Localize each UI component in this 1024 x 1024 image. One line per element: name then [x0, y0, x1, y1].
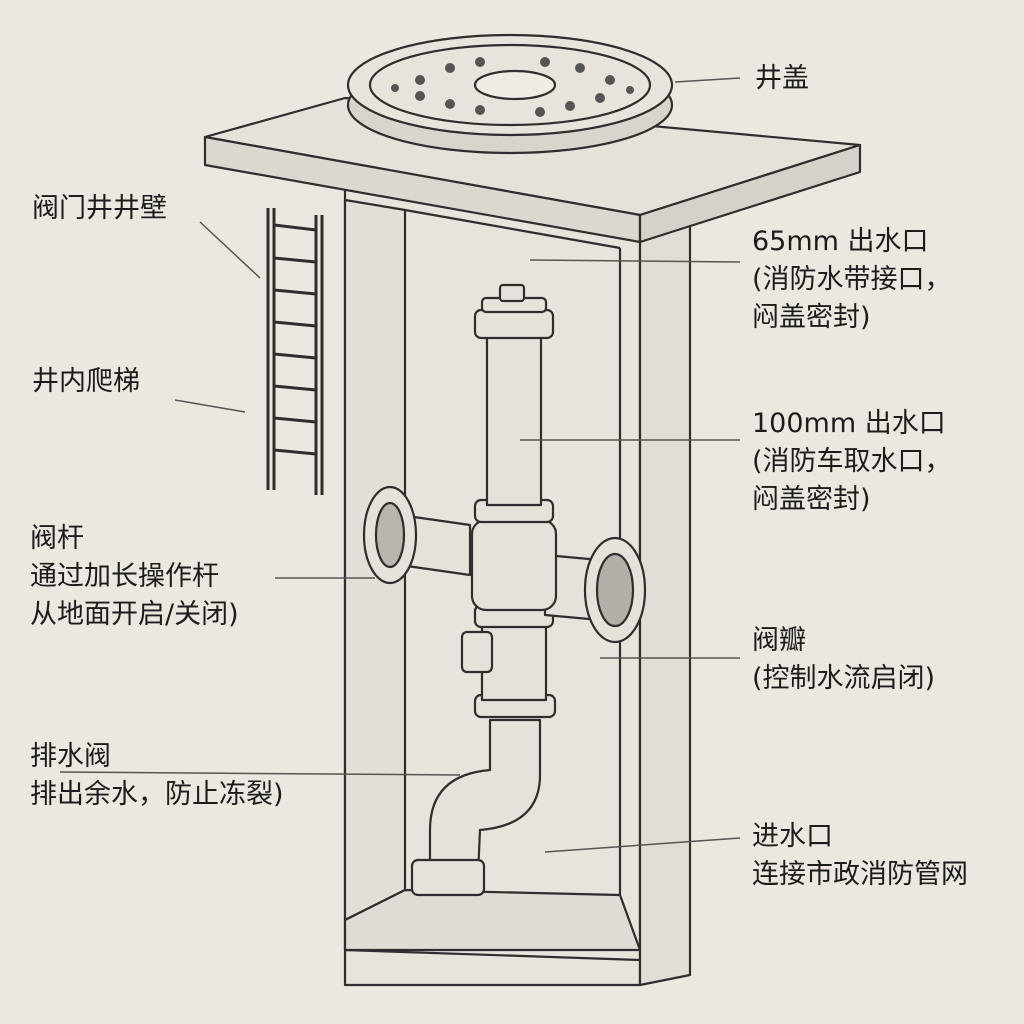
drain-line2: 排出余水，防止冻裂) [30, 779, 284, 810]
drain-line1: 排水阀 [30, 741, 111, 772]
disc-line1: 阀瓣 [752, 625, 806, 656]
inlet-line2: 连接市政消防管网 [752, 859, 968, 890]
label-cover: 井盖 [755, 63, 809, 94]
outlet-100-line3: 闷盖密封) [752, 484, 871, 515]
label-inlet: 进水口 连接市政消防管网 [752, 818, 968, 894]
label-drain-valve: 排水阀 排出余水，防止冻裂) [30, 738, 284, 814]
label-ladder: 井内爬梯 [32, 366, 140, 397]
label-outlet-100mm: 100mm 出水口 (消防车取水口， 闷盖密封) [752, 405, 952, 519]
outlet-100-line1: 100mm 出水口 [752, 408, 946, 439]
leader-lines [59, 77, 741, 853]
inlet-line1: 进水口 [752, 821, 833, 852]
stem-line2: 通过加长操作杆 [30, 561, 219, 592]
disc-line2: (控制水流启闭) [752, 663, 936, 694]
ladder [266, 208, 324, 495]
label-valve-disc: 阀瓣 (控制水流启闭) [752, 622, 935, 698]
label-well-wall: 阀门井井壁 [32, 193, 167, 224]
outlet-65-line3: 闷盖密封) [752, 302, 871, 333]
label-outlet-65mm: 65mm 出水口 (消防水带接口， 闷盖密封) [752, 223, 952, 337]
stem-line1: 阀杆 [30, 523, 84, 554]
outlet-100-line2: (消防车取水口， [752, 446, 952, 477]
outlet-65-line2: (消防水带接口， [752, 264, 952, 295]
hydrant-pipe [362, 283, 647, 897]
manhole-cover [346, 33, 674, 155]
outlet-65-line1: 65mm 出水口 [752, 226, 929, 257]
stem-line3: 从地面开启/关闭) [30, 599, 239, 630]
label-valve-stem: 阀杆 通过加长操作杆 从地面开启/关闭) [30, 520, 239, 634]
